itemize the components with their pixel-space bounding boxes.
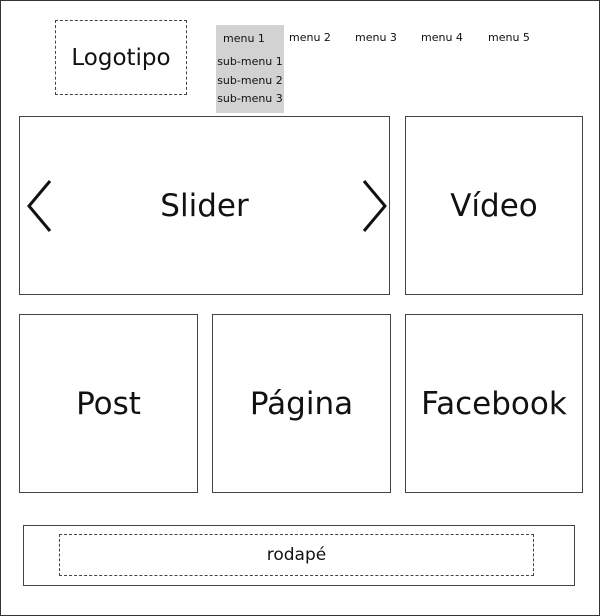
footer-placeholder[interactable]: rodapé xyxy=(59,534,534,576)
video-box[interactable]: Vídeo xyxy=(405,116,583,295)
submenu-item-3[interactable]: sub-menu 3 xyxy=(217,92,283,105)
menu-item-1[interactable]: menu 1 xyxy=(223,32,265,45)
submenu-dropdown: sub-menu 1 sub-menu 2 sub-menu 3 xyxy=(216,25,284,113)
video-label: Vídeo xyxy=(450,187,538,224)
logo-text: Logotipo xyxy=(71,44,171,71)
chevron-right-icon[interactable] xyxy=(360,179,388,233)
slider-label: Slider xyxy=(160,187,249,224)
slider-box[interactable]: Slider xyxy=(19,116,390,295)
menu-item-4[interactable]: menu 4 xyxy=(421,31,463,44)
page-label: Página xyxy=(249,385,354,422)
menu-item-5[interactable]: menu 5 xyxy=(488,31,530,44)
chevron-left-icon[interactable] xyxy=(26,179,54,233)
menu-item-3[interactable]: menu 3 xyxy=(355,31,397,44)
submenu-item-2[interactable]: sub-menu 2 xyxy=(217,74,283,87)
logo-placeholder[interactable]: Logotipo xyxy=(55,20,187,95)
page-box[interactable]: Página xyxy=(212,314,391,493)
menu-item-2[interactable]: menu 2 xyxy=(289,31,331,44)
footer-label: rodapé xyxy=(266,545,327,565)
post-box[interactable]: Post xyxy=(19,314,198,493)
submenu-item-1[interactable]: sub-menu 1 xyxy=(217,55,283,68)
facebook-label: Facebook xyxy=(421,385,567,422)
post-label: Post xyxy=(76,385,141,422)
facebook-box[interactable]: Facebook xyxy=(405,314,583,493)
